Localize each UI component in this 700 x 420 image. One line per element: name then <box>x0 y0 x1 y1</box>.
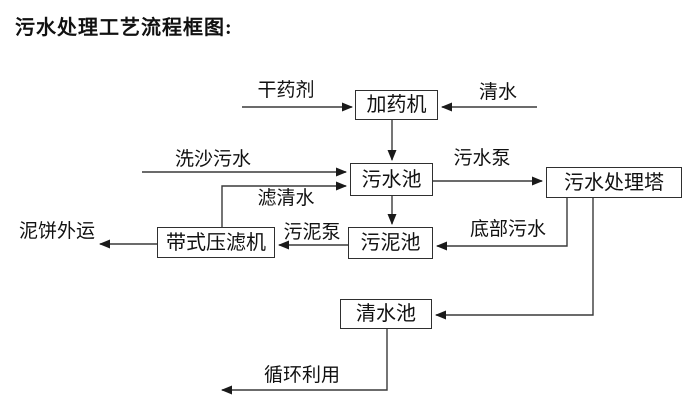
edge-label-clean-water: 清水 <box>478 82 518 103</box>
node-dosing-machine: 加药机 <box>355 90 438 120</box>
edge-recycle-arrow <box>221 329 388 395</box>
node-sewage-pool-label: 污水池 <box>361 168 422 191</box>
edge-label-bottom-sewage: 底部污水 <box>469 219 547 240</box>
edge-label-sewage-pump: 污水泵 <box>453 148 511 169</box>
edge-label-sludge-pump: 污泥泵 <box>283 222 341 243</box>
edge-bottom-sewage-arrow <box>436 198 568 251</box>
edge-label-mud-cake-out: 泥饼外运 <box>18 221 96 242</box>
node-belt-filter-press: 带式压滤机 <box>157 227 275 258</box>
edge-filtered-water-arrow <box>221 181 347 227</box>
node-sewage-pool: 污水池 <box>350 163 433 196</box>
node-treatment-tower: 污水处理塔 <box>546 167 682 198</box>
node-clean-water-pool: 清水池 <box>340 299 432 329</box>
edge-label-dry-chemical: 干药剂 <box>257 80 315 101</box>
node-belt-filter-press-label: 带式压滤机 <box>166 231 266 254</box>
edge-label-sand-washing: 洗沙污水 <box>174 149 252 170</box>
node-treatment-tower-label: 污水处理塔 <box>564 171 664 194</box>
edge-label-recycle: 循环利用 <box>263 365 341 386</box>
node-dosing-machine-label: 加药机 <box>366 94 427 116</box>
edge-tower-to-cleanpool-arrow <box>435 198 594 320</box>
edge-label-filtered-water: 滤清水 <box>257 188 315 209</box>
node-sludge-pool: 污泥池 <box>348 227 433 259</box>
node-clean-water-pool-label: 清水池 <box>356 303 416 325</box>
page-title: 污水处理工艺流程框图: <box>15 17 233 39</box>
node-sludge-pool-label: 污泥池 <box>360 232 421 254</box>
